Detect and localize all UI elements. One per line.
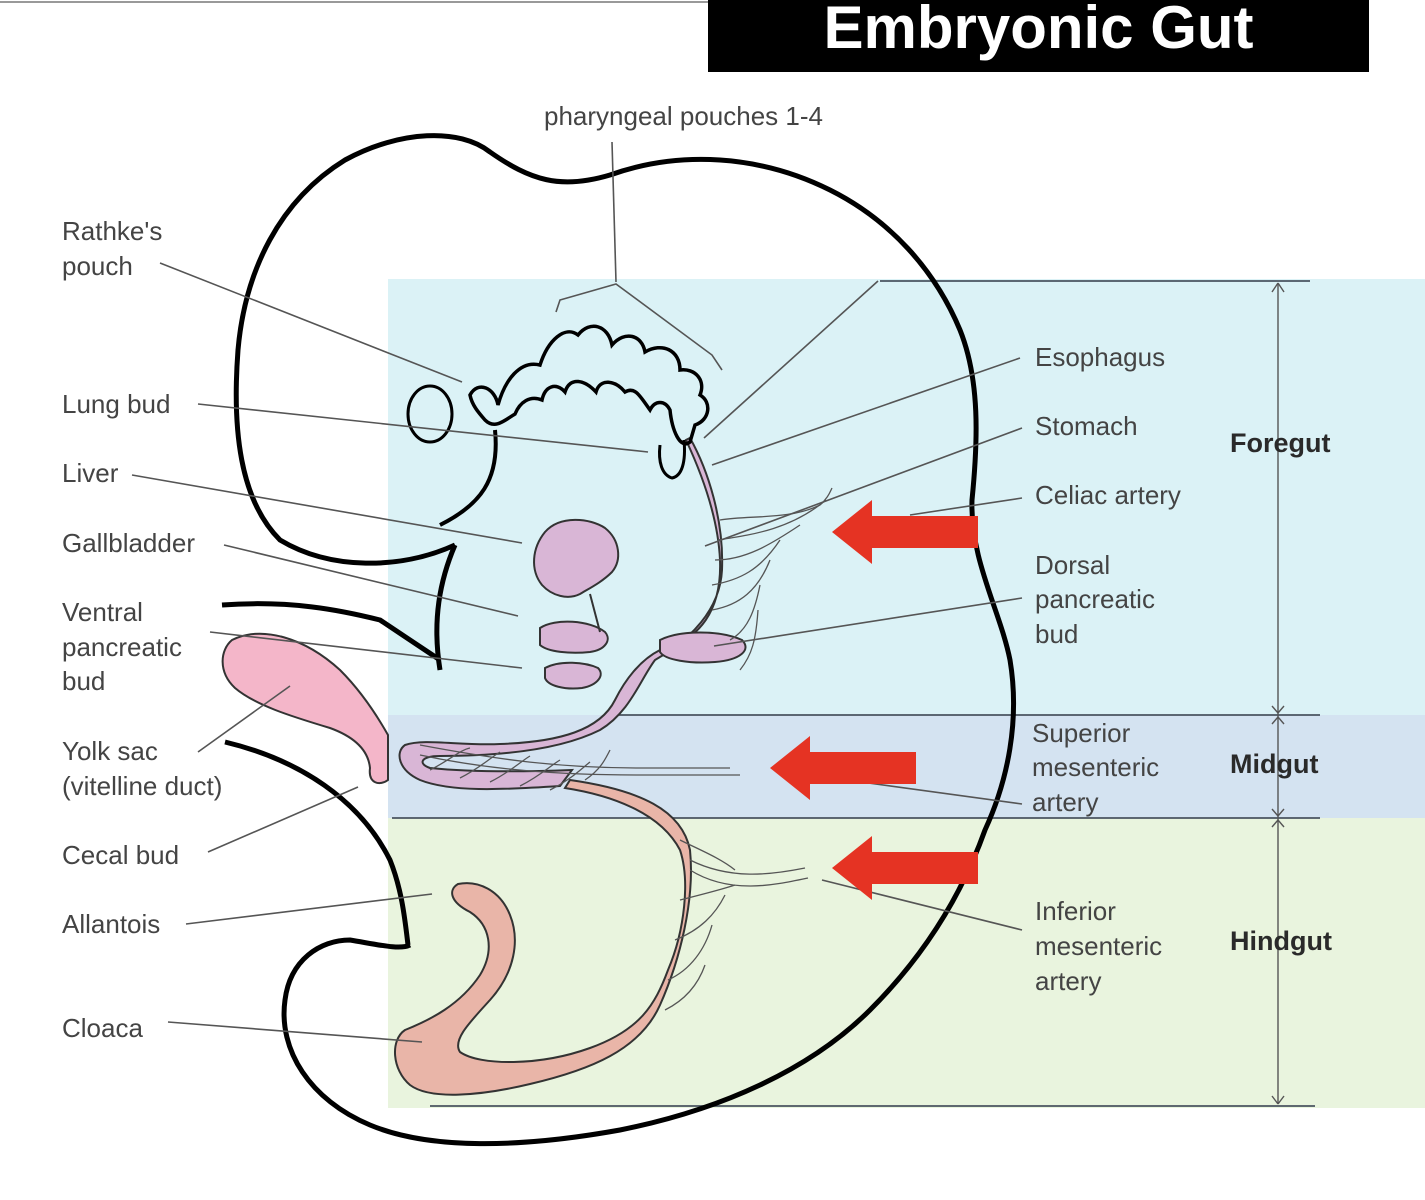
region-boundaries (392, 280, 1320, 1107)
region-midgut: Midgut (1230, 749, 1318, 779)
region-hindgut: Hindgut (1230, 926, 1332, 956)
sma-arrow (770, 736, 916, 800)
label-cecal-bud: Cecal bud (62, 840, 179, 870)
label-sma-1: Superior (1032, 718, 1131, 748)
diagram-title: Embryonic Gut (823, 0, 1254, 61)
ima-vessels (664, 839, 809, 1011)
label-ventral-pancreatic-bud-2: pancreatic (62, 632, 182, 662)
embryo-lower-yolk-wall (224, 739, 411, 946)
label-sma-2: mesenteric (1032, 752, 1159, 782)
label-esophagus: Esophagus (1035, 342, 1165, 372)
label-dorsal-pancreatic-bud-2: pancreatic (1035, 584, 1155, 614)
embryo-neck (434, 544, 458, 671)
hindgut-cloaca (393, 778, 692, 1096)
pharyngeal-arches (468, 324, 710, 446)
label-pharyngeal-pouches: pharyngeal pouches 1-4 (544, 101, 823, 131)
yolk-sac (221, 632, 389, 785)
dorsal-pancreatic-bud-shape (659, 631, 747, 664)
title-banner: Embryonic Gut (708, 0, 1369, 72)
liver-bud (533, 518, 620, 598)
leader-lines (131, 141, 1023, 1043)
label-cloaca: Cloaca (62, 1013, 143, 1043)
label-stomach: Stomach (1035, 411, 1138, 441)
celiac-arrow (832, 500, 978, 564)
lung-bud-shape (658, 439, 686, 480)
foregut-band (388, 279, 1425, 715)
label-rathkes-pouch-1: Rathke's (62, 216, 162, 246)
hindgut-organs (393, 778, 692, 1096)
label-ventral-pancreatic-bud-3: bud (62, 666, 105, 696)
label-sma-3: artery (1032, 787, 1098, 817)
dimension-line (1271, 282, 1285, 1105)
label-yolk-sac-1: Yolk sac (62, 736, 158, 766)
celiac-vessels (711, 487, 833, 671)
label-yolk-sac-2: (vitelline duct) (62, 771, 222, 801)
gallbladder-bud (539, 620, 609, 654)
ventral-pancreatic-bud-shape (544, 661, 602, 690)
embryo-upper-yolk-wall (221, 601, 442, 663)
label-dorsal-pancreatic-bud-3: bud (1035, 619, 1078, 649)
ima-arrow (832, 836, 978, 900)
label-ima-2: mesenteric (1035, 931, 1162, 961)
label-ima-1: Inferior (1035, 896, 1116, 926)
embryo-head-fold (439, 429, 498, 527)
label-celiac-artery: Celiac artery (1035, 480, 1181, 510)
rathke-pouch-shape (406, 384, 454, 444)
region-foregut: Foregut (1230, 428, 1331, 458)
label-gallbladder: Gallbladder (62, 528, 195, 558)
label-lung-bud: Lung bud (62, 389, 170, 419)
sma-vessels (419, 744, 740, 791)
label-ventral-pancreatic-bud-1: Ventral (62, 597, 143, 627)
foregut-organs (398, 436, 747, 791)
label-allantois: Allantois (62, 909, 160, 939)
label-ima-3: artery (1035, 966, 1101, 996)
artery-arrows (770, 500, 978, 900)
embryo-outline (233, 133, 1017, 1147)
label-liver: Liver (62, 458, 119, 488)
label-dorsal-pancreatic-bud-1: Dorsal (1035, 550, 1110, 580)
label-rathkes-pouch-2: pouch (62, 251, 133, 281)
